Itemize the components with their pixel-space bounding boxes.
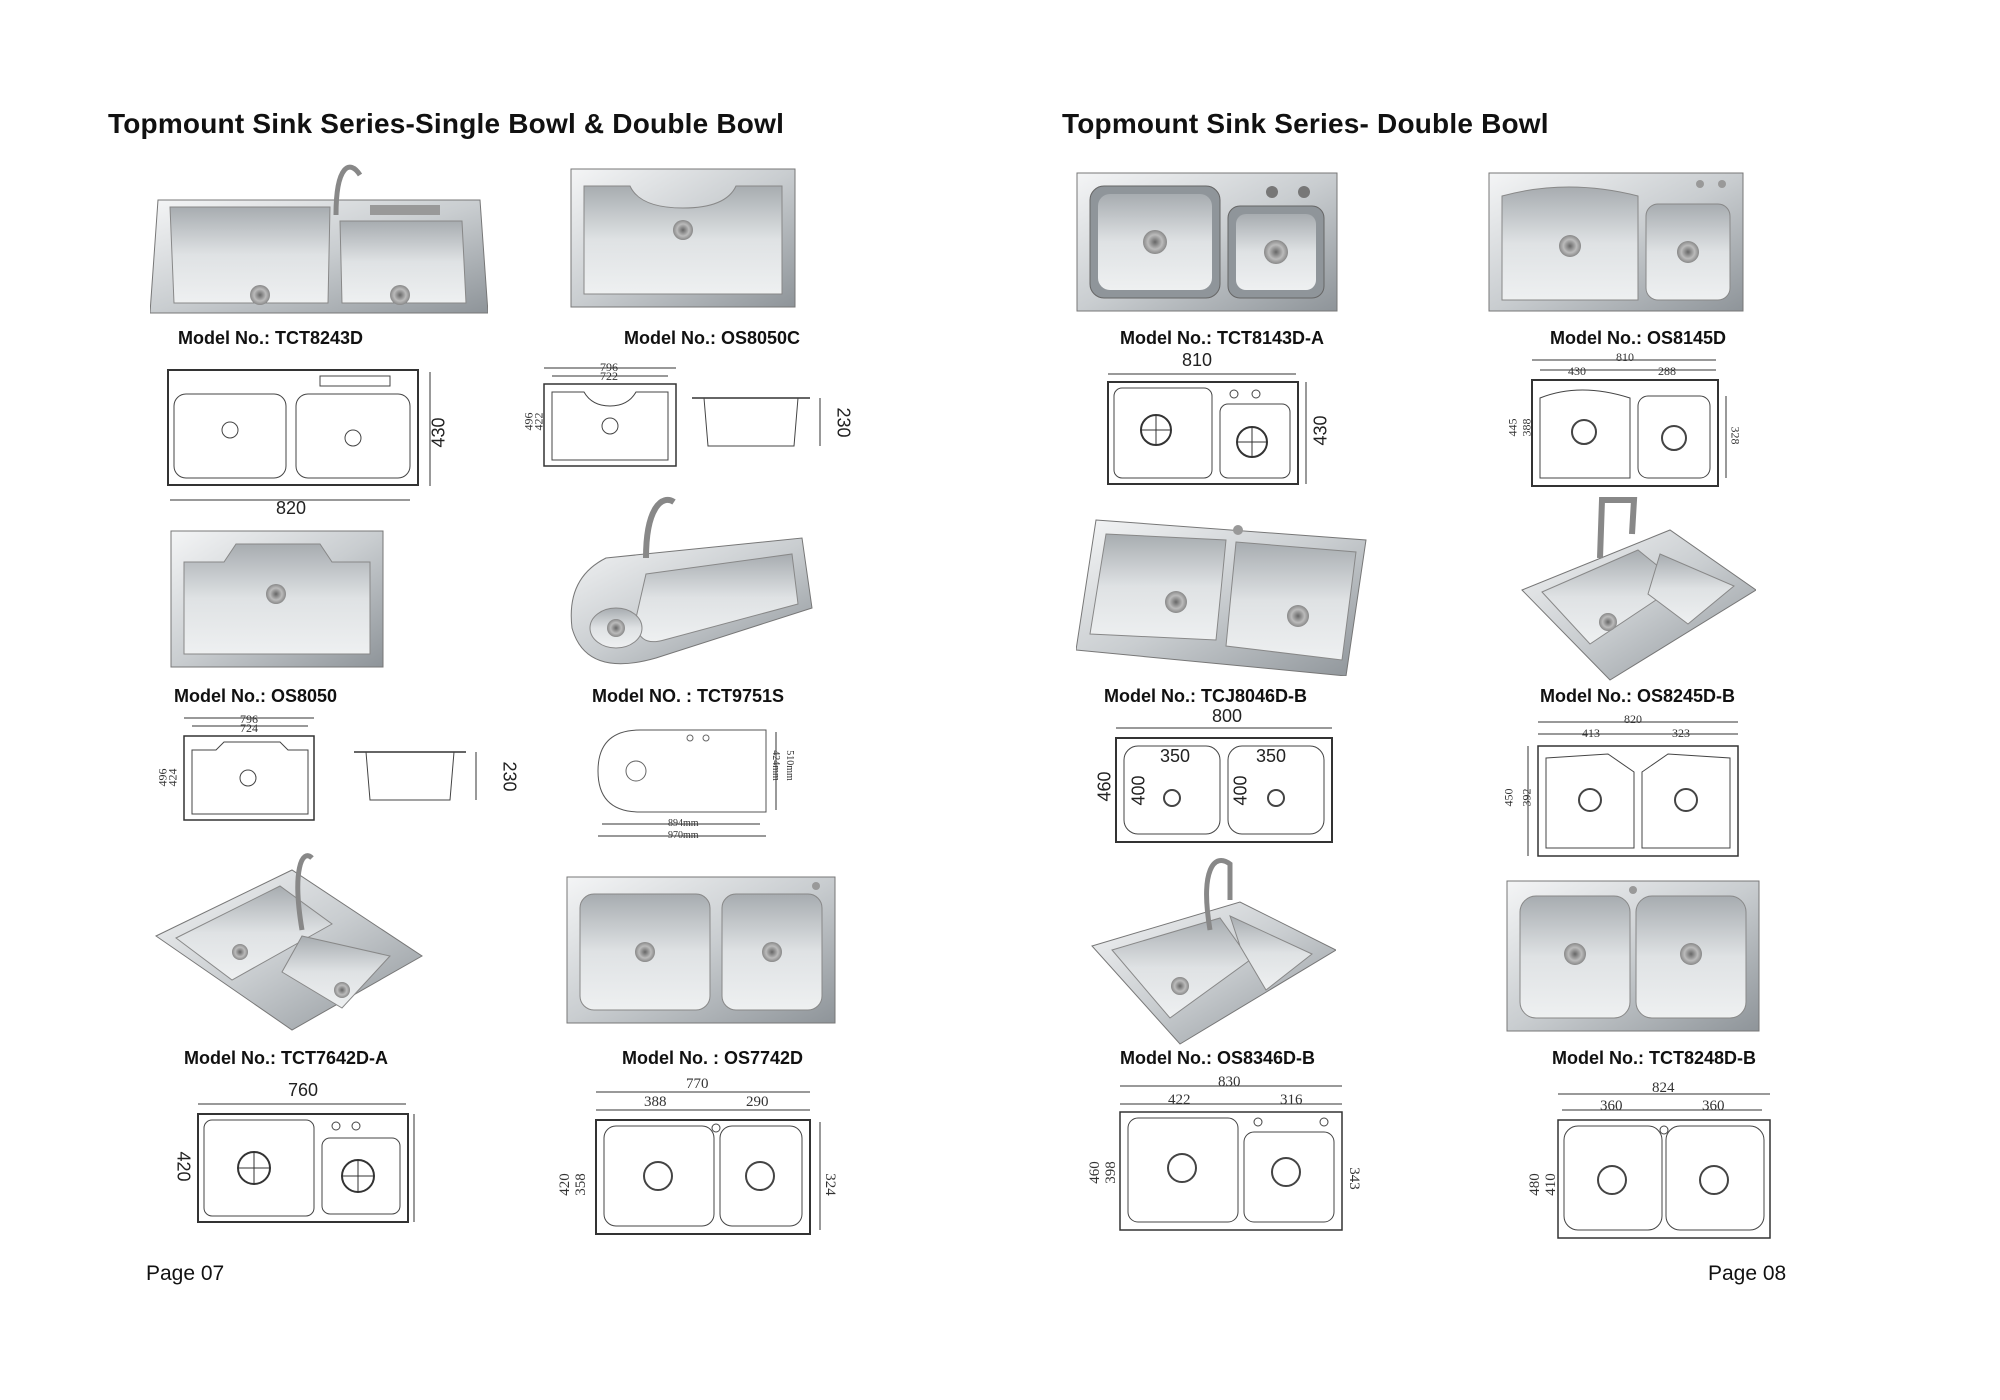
dim-label: 413 (1582, 726, 1600, 740)
dim-label: 796 (600, 360, 618, 374)
page-number: Page 08 (1708, 1262, 1787, 1285)
sink-photo-os8245d-b (1520, 494, 1756, 682)
dim-label: 388 (644, 1094, 667, 1110)
dim-label: 400 (1230, 775, 1251, 806)
drawing-os8050-top (160, 712, 320, 822)
dim-label: 424 (165, 768, 180, 787)
dim-label: 290 (746, 1094, 769, 1110)
page-title: Topmount Sink Series-Single Bowl & Doubl… (108, 108, 785, 139)
dim-depth: 230 (499, 761, 520, 792)
dim-label: 460 (1086, 1161, 1103, 1184)
dim-label: 420 (556, 1173, 573, 1196)
dim-width: 820 (276, 498, 307, 518)
dim-label: 824 (1652, 1080, 1675, 1096)
sink-photo-tct8243d (150, 155, 488, 317)
drawing-tct8243d (160, 358, 460, 508)
model-label: Model No.: TCT8143D-A (1120, 328, 1325, 348)
sink-photo-tct8248d-b (1506, 880, 1760, 1032)
model-label: Model No.: TCT8248D-B (1552, 1048, 1757, 1068)
sink-photo-os8346d-b (1090, 850, 1336, 1046)
dim-label: 398 (1102, 1161, 1119, 1184)
dim-label: 770 (686, 1076, 709, 1092)
model-label: Model No. : OS7742D (622, 1048, 804, 1068)
dim-label: 796 (240, 712, 258, 726)
dim-label: 445 (1505, 418, 1520, 437)
dim-label: 328 (1728, 426, 1743, 445)
drawing-os8145d (1520, 356, 1740, 490)
drawing-tct8248d-b (1548, 1090, 1776, 1242)
model-label: Model No.: TCT7642D-A (184, 1048, 389, 1068)
dim-label: 323 (1672, 726, 1690, 740)
drawing-os8346d-b (1110, 1082, 1350, 1232)
dim-height: 430 (1310, 415, 1331, 446)
sink-photo-os7742d (566, 876, 836, 1024)
dim-label: 422 (531, 412, 546, 431)
dim-label: 722 (600, 369, 618, 383)
sink-photo-os8050 (170, 530, 384, 668)
model-label: Model No.: OS8050C (624, 328, 801, 348)
dim-label: 388 (1519, 418, 1534, 437)
drawing-tcj8046d-b (1112, 724, 1336, 844)
drawing-tct9751s (590, 722, 790, 842)
dim-width: 810 (1182, 350, 1213, 370)
dim-label: 392 (1519, 788, 1534, 807)
page-07: Topmount Sink Series-Single Bowl & Doubl… (108, 108, 854, 1285)
drawing-os8050-side (352, 746, 482, 806)
drawing-tct7642d-a (190, 1100, 422, 1226)
dim-label: 970mm (668, 830, 699, 841)
dim-label: 350 (1256, 746, 1287, 766)
sink-photo-os8145d (1488, 172, 1744, 312)
sink-photo-tct7642d-a (152, 840, 424, 1032)
dim-label: 343 (1345, 1167, 1362, 1190)
page-number: Page 07 (146, 1262, 225, 1285)
dim-label: 324 (821, 1173, 838, 1196)
model-label: Model No.: OS8050 (174, 686, 338, 706)
model-label: Model No.: OS8245D-B (1540, 686, 1736, 706)
model-label: Model No.: OS8346D-B (1120, 1048, 1316, 1068)
drawing-os7742d (592, 1088, 828, 1238)
dim-label: 410 (1542, 1173, 1559, 1196)
dim-label: 424mm (769, 750, 781, 781)
dim-label: 450 (1501, 788, 1516, 807)
dim-label: 894mm (668, 818, 699, 829)
drawing-os8050c-top (524, 362, 684, 472)
drawing-os8050c-side (690, 392, 830, 452)
dim-label: 724 (240, 721, 258, 735)
dim-height: 430 (428, 417, 449, 448)
sink-photo-tcj8046d-b (1076, 510, 1372, 676)
model-label: Model No.: TCT8243D (178, 328, 364, 348)
drawing-tct8143d-a (1100, 370, 1320, 488)
dim-label: 400 (1128, 775, 1149, 806)
model-label: Model NO. : TCT9751S (592, 686, 785, 706)
page-08: Topmount Sink Series- Double Bowl Model … (1000, 0, 2000, 1400)
dim-height: 420 (173, 1151, 194, 1182)
dim-label: 288 (1658, 364, 1676, 378)
dim-depth: 230 (833, 407, 854, 438)
dim-label: 358 (572, 1173, 589, 1196)
sink-photo-os8050c (570, 168, 796, 308)
page-title: Topmount Sink Series- Double Bowl (1062, 108, 1549, 139)
dim-label: 350 (1160, 746, 1191, 766)
drawing-os8245d-b (1524, 718, 1748, 858)
dim-label: 430 (1568, 364, 1586, 378)
sink-photo-tct9751s (566, 488, 816, 678)
dim-width: 800 (1212, 706, 1243, 726)
sink-photo-tct8143d-a (1076, 172, 1338, 312)
model-label: Model No.: OS8145D (1550, 328, 1727, 348)
dim-width: 760 (288, 1080, 319, 1100)
model-label: Model No.: TCJ8046D-B (1104, 686, 1308, 706)
dim-label: 510mm (783, 750, 795, 781)
dim-label: 480 (1526, 1173, 1543, 1196)
dim-height: 460 (1094, 771, 1115, 802)
